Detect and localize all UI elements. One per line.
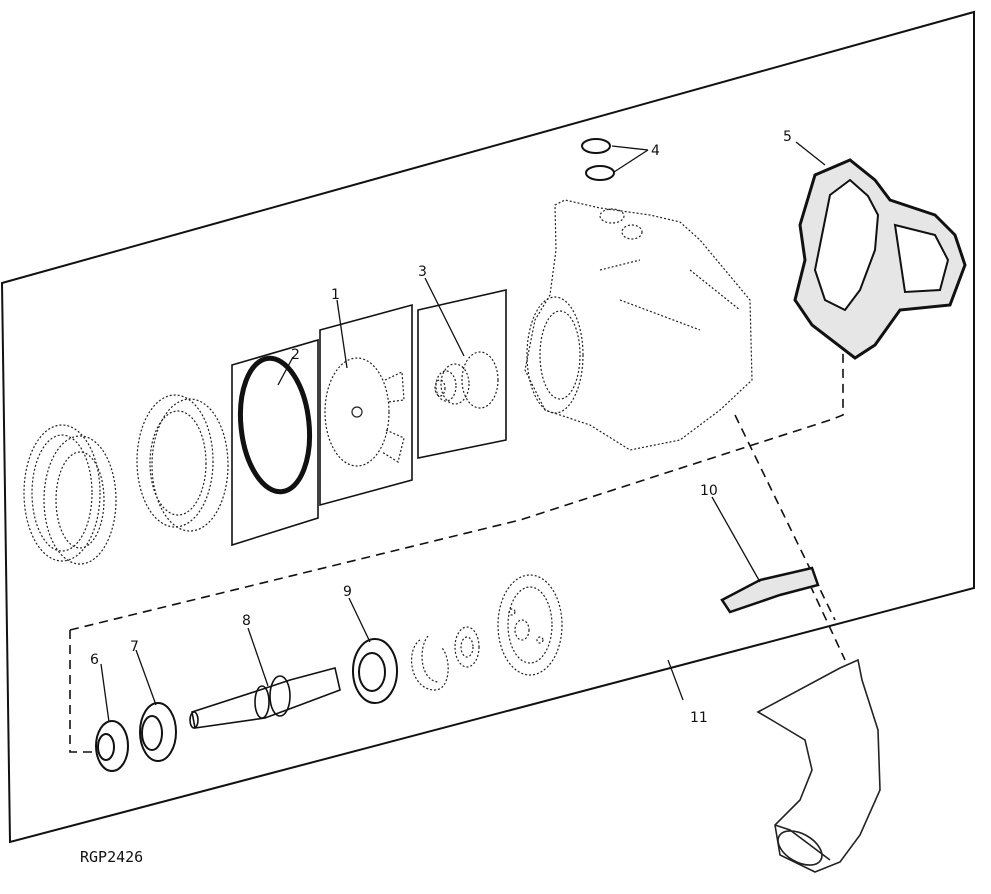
spacer (454, 626, 480, 668)
callout-9: 9 (343, 584, 352, 600)
outlet-elbow (756, 658, 881, 873)
pump-housing (524, 199, 753, 451)
seal-ring-outer (23, 424, 117, 565)
callout-1: 1 (331, 287, 340, 303)
callout-11: 11 (690, 710, 708, 726)
bearing-9 (352, 638, 398, 704)
large-o-ring (237, 355, 313, 495)
callout-3: 3 (418, 264, 427, 280)
drive-gear (497, 574, 563, 676)
elbow-gasket (720, 566, 820, 614)
impeller (324, 357, 405, 467)
pump-seal (434, 351, 499, 409)
callout-10: 10 (700, 483, 718, 499)
figure-reference-code: RGP2426 (80, 848, 143, 866)
o-ring-callout-box (231, 338, 319, 547)
assembly-dashed-lines (69, 282, 846, 753)
pump-shaft (189, 667, 341, 729)
housing-gasket (793, 158, 967, 360)
cover-pulley (136, 394, 229, 532)
callout-4: 4 (651, 143, 660, 159)
callout-2: 2 (291, 347, 300, 363)
seal-callout-box (417, 288, 507, 459)
bearing-7 (139, 702, 177, 762)
snap-ring (411, 635, 449, 691)
diagram-plane-outline (0, 10, 975, 844)
impeller-callout-box (319, 303, 413, 507)
bearing-6 (95, 720, 129, 772)
callout-6: 6 (90, 652, 99, 668)
small-o-rings (581, 138, 615, 181)
callout-8: 8 (242, 613, 251, 629)
callout-7: 7 (130, 639, 139, 655)
callout-leaders (100, 141, 826, 723)
callout-5: 5 (783, 129, 792, 145)
